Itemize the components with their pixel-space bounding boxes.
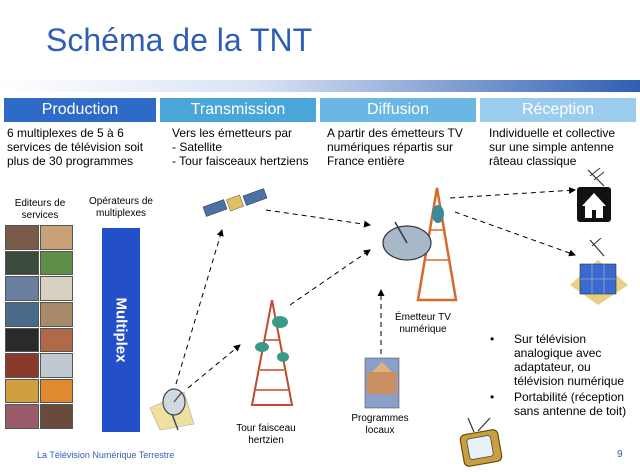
emetteur-label-line: Émetteur TV [395, 312, 451, 323]
programmes-label-line: locaux [365, 425, 395, 436]
arrow-dish-to-satellite [175, 229, 224, 385]
transmission-line: Vers les émetteurs par [172, 126, 293, 140]
house-icon [577, 167, 611, 222]
tv-channels-mosaic [5, 225, 73, 429]
programmes-label-line: Programmes [351, 413, 409, 424]
operateurs-label-line: Opérateurs de [89, 196, 153, 207]
tour-label-line: Tour faisceau [236, 423, 296, 434]
transmission-line: - Tour faisceaux hertziens [172, 154, 309, 168]
relay-tower-icon [250, 299, 294, 406]
programmes-label: Programmes locaux [342, 413, 418, 437]
emetteur-label-line: numérique [399, 324, 447, 335]
editeurs-label-line: services [21, 210, 59, 221]
building-icon [570, 237, 628, 305]
page-title: Schéma de la TNT [46, 22, 313, 58]
tour-label-line: hertzien [248, 435, 284, 446]
page-number: 9 [617, 449, 623, 460]
header-transmission: Transmission [160, 98, 316, 122]
arrow-tower-to-emitter [289, 249, 371, 306]
satellite-icon [202, 188, 268, 217]
multiplex-bar [102, 228, 140, 432]
tour-label: Tour faisceau hertzien [228, 423, 304, 447]
arrow-emitter-to-house [449, 186, 576, 199]
editeurs-label: Editeurs de services [4, 198, 76, 222]
reception-bullets: Sur télévision analogique avec adaptateu… [486, 332, 636, 420]
header-production: Production [4, 98, 156, 122]
arrow-satellite-to-emitter [265, 209, 371, 228]
tv-icon [459, 417, 503, 467]
flow-arrows [175, 186, 576, 389]
dish-antenna-icon [149, 388, 195, 431]
header-reception: Réception [480, 98, 636, 122]
operateurs-label: Opérateurs de multiplexes [80, 196, 162, 220]
bullet-item: Portabilité (réception sans antenne de t… [486, 390, 636, 418]
arrow-dish-to-tower [187, 344, 241, 389]
arrow-emitter-to-building [454, 211, 576, 257]
operateurs-label-line: multiplexes [95, 208, 147, 219]
emetteur-label: Émetteur TV numérique [380, 312, 466, 336]
footer-text: La Télévision Numérique Terrestre [37, 450, 175, 460]
bullet-item: Sur télévision analogique avec adaptateu… [486, 332, 636, 388]
editeurs-label-line: Editeurs de [14, 198, 66, 209]
diffusion-description: A partir des émetteurs TV numériques rép… [327, 126, 477, 168]
transmission-line: - Satellite [172, 140, 223, 154]
broadcast-tower-icon [382, 187, 458, 302]
diffusion-line: A partir des émetteurs TV [327, 126, 463, 140]
diffusion-line: France entière [327, 154, 405, 168]
reception-line: Individuelle et collective [489, 126, 616, 140]
reception-description: Individuelle et collective sur une simpl… [489, 126, 639, 168]
transmission-description: Vers les émetteurs par - Satellite - Tou… [172, 126, 322, 168]
production-description: 6 multiplexes de 5 à 6 services de télév… [7, 126, 144, 168]
reception-line: râteau classique [489, 154, 577, 168]
reception-line: sur une simple antenne [489, 140, 614, 154]
header-diffusion: Diffusion [320, 98, 476, 122]
diffusion-line: numériques répartis sur [327, 140, 454, 154]
title-divider-bar [0, 80, 640, 92]
local-programmes-image [364, 357, 400, 409]
